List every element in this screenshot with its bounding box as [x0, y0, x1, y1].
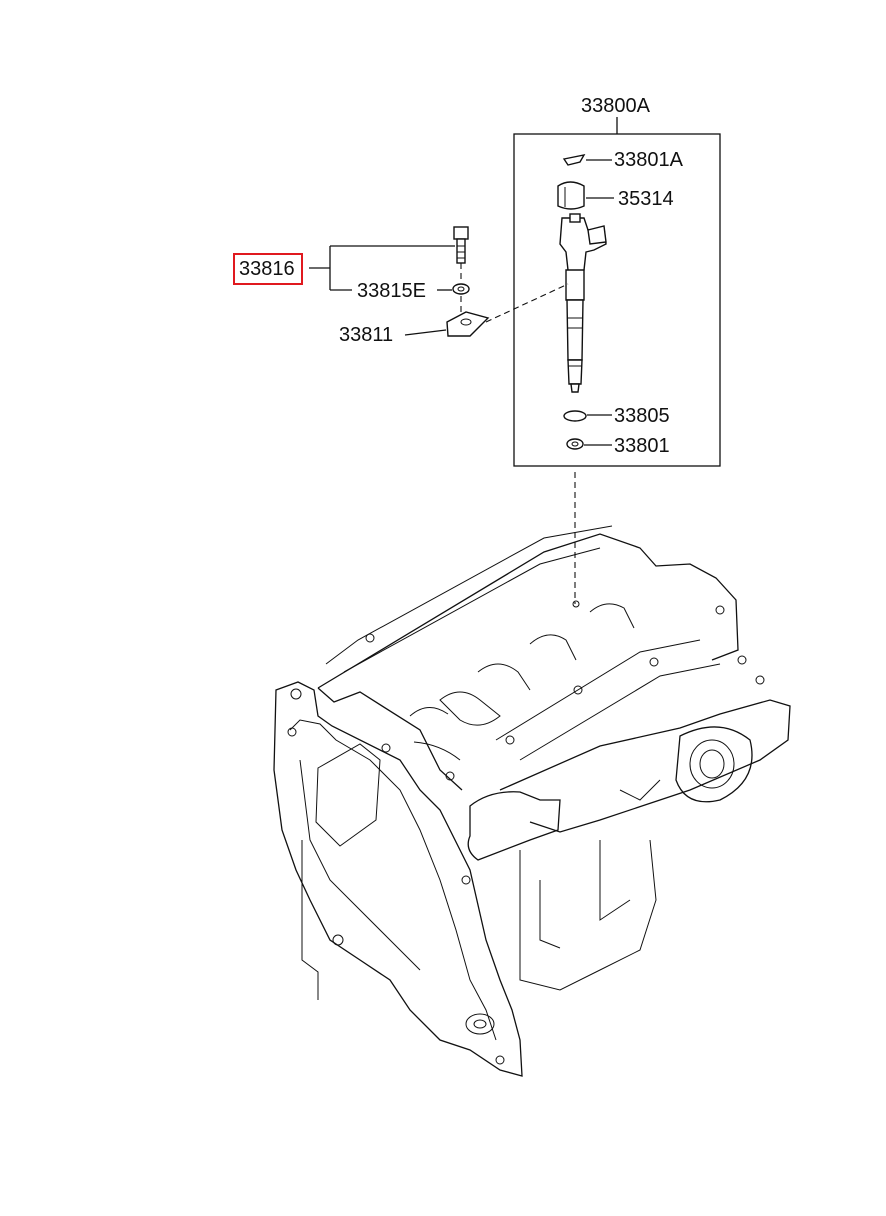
injector-assembly-box [513, 117, 721, 467]
label-bracket-33816 [309, 245, 455, 291]
label-sleeve[interactable]: 35314 [618, 188, 674, 210]
label-clip[interactable]: 33801A [614, 149, 683, 171]
label-assembly[interactable]: 33800A [581, 95, 650, 117]
injector-clip[interactable] [562, 154, 612, 166]
gasket[interactable] [566, 438, 612, 450]
sleeve[interactable] [557, 181, 614, 210]
engine-block [273, 525, 791, 1077]
label-o-ring[interactable]: 33805 [614, 405, 670, 427]
clamp[interactable] [404, 311, 490, 337]
washer[interactable] [437, 283, 470, 295]
assembly-leader-lines [460, 263, 576, 604]
label-gasket[interactable]: 33801 [614, 435, 670, 457]
label-washer[interactable]: 33815E [357, 280, 426, 302]
label-bolt-set-highlighted[interactable]: 33816 [233, 253, 303, 285]
label-clamp[interactable]: 33811 [339, 324, 394, 346]
injector[interactable] [559, 213, 607, 393]
o-ring[interactable] [563, 410, 612, 422]
bolt[interactable] [453, 226, 469, 264]
